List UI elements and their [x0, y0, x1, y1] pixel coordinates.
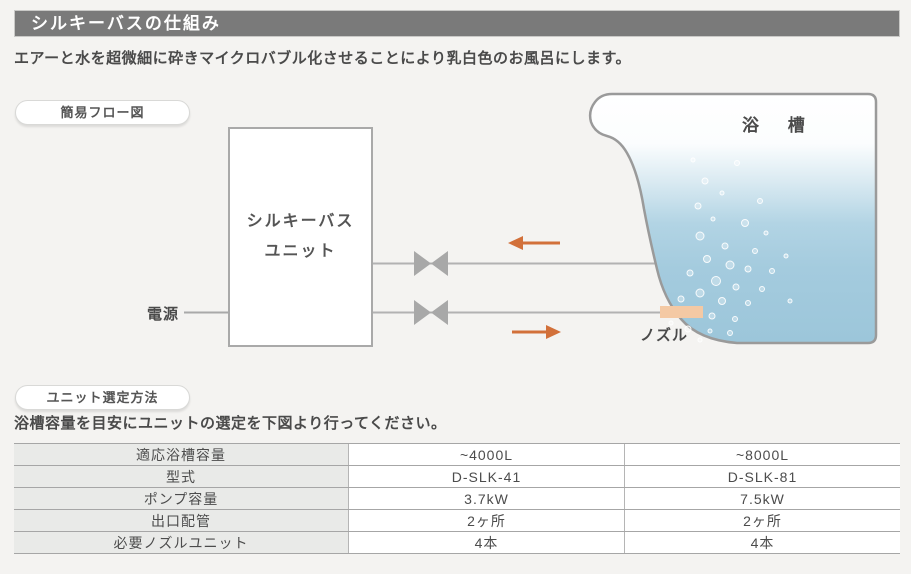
power-label: 電源 — [147, 306, 180, 323]
table-cell: 4本 — [624, 531, 900, 554]
table-row: ポンプ容量 3.7kW 7.5kW — [14, 487, 900, 510]
bubble — [707, 328, 713, 334]
unit-box-label-line2: ユニット — [264, 243, 337, 260]
bubble — [690, 157, 696, 163]
bubble — [752, 248, 758, 254]
bubble — [719, 190, 725, 196]
table-cell: D-SLK-81 — [624, 465, 900, 488]
bubble — [727, 330, 733, 336]
table-row-header: 適応浴槽容量 — [14, 443, 349, 466]
unit-box-label-line1: シルキーバス — [246, 212, 355, 230]
bubble — [759, 286, 765, 292]
flow-arrow-right-icon — [512, 325, 561, 339]
bubble — [783, 253, 789, 259]
table-cell: 4本 — [348, 531, 625, 554]
bubble — [686, 269, 694, 277]
table-row-header: 必要ノズルユニット — [14, 531, 349, 554]
bubble — [664, 305, 672, 313]
bubble — [725, 260, 735, 270]
bubble — [732, 316, 738, 322]
table-row: 型式 D-SLK-41 D-SLK-81 — [14, 465, 900, 488]
bubble — [787, 298, 793, 304]
table-cell: 2ヶ所 — [624, 509, 900, 532]
nozzle-shape — [660, 306, 703, 318]
bubble — [708, 312, 716, 320]
bathtub-shape — [588, 92, 878, 345]
bubble — [769, 268, 775, 274]
bubble — [721, 242, 729, 250]
bubble — [744, 265, 752, 273]
bathtub-label: 浴 槽 — [742, 116, 817, 135]
bubble — [741, 219, 749, 227]
bubble — [734, 160, 740, 166]
table-row-header: ポンプ容量 — [14, 487, 349, 510]
flow-arrow-left-icon — [508, 236, 560, 250]
nozzle-label: ノズル — [640, 327, 689, 344]
flow-diagram-badge: 簡易フロー図 — [15, 100, 190, 125]
bubble — [677, 295, 685, 303]
unit-selection-description: 浴槽容量を目安にユニットの選定を下図より行ってください。 — [14, 415, 447, 432]
bubble — [757, 198, 763, 204]
bubble — [732, 283, 740, 291]
bubble — [711, 276, 721, 286]
table-row: 出口配管 2ヶ所 2ヶ所 — [14, 509, 900, 532]
bubble — [763, 230, 769, 236]
bubble — [718, 297, 726, 305]
page-title: シルキーバスの仕組み — [14, 10, 900, 37]
table-row-header: 型式 — [14, 465, 349, 488]
table-cell: D-SLK-41 — [348, 465, 625, 488]
bubble — [710, 216, 716, 222]
table-row: 必要ノズルユニット 4本 4本 — [14, 531, 900, 554]
table-cell: 3.7kW — [348, 487, 625, 510]
table-row: 適応浴槽容量 ~4000L ~8000L — [14, 443, 900, 466]
table-cell: ~8000L — [624, 443, 900, 466]
bubble — [697, 337, 703, 343]
bubble — [703, 255, 711, 263]
bubble — [695, 231, 705, 241]
bubble — [687, 306, 697, 316]
bubble — [695, 288, 705, 298]
page-subtitle: エアーと水を超微細に砕きマイクロバブル化させることにより乳白色のお風呂にします。 — [14, 50, 632, 67]
spec-table: 適応浴槽容量 ~4000L ~8000L 型式 D-SLK-41 D-SLK-8… — [14, 443, 900, 554]
table-row-header: 出口配管 — [14, 509, 349, 532]
valve-icon-upper — [414, 251, 448, 276]
unit-selection-badge: ユニット選定方法 — [15, 385, 190, 410]
table-cell: 7.5kW — [624, 487, 900, 510]
valve-icon-lower — [414, 300, 448, 325]
bubble — [701, 177, 709, 185]
table-cell: ~4000L — [348, 443, 625, 466]
table-cell: 2ヶ所 — [348, 509, 625, 532]
bubble — [694, 202, 702, 210]
bubble — [745, 300, 751, 306]
silky-bath-unit-box: シルキーバス ユニット — [228, 127, 373, 347]
bubbles-decoration — [664, 157, 793, 343]
